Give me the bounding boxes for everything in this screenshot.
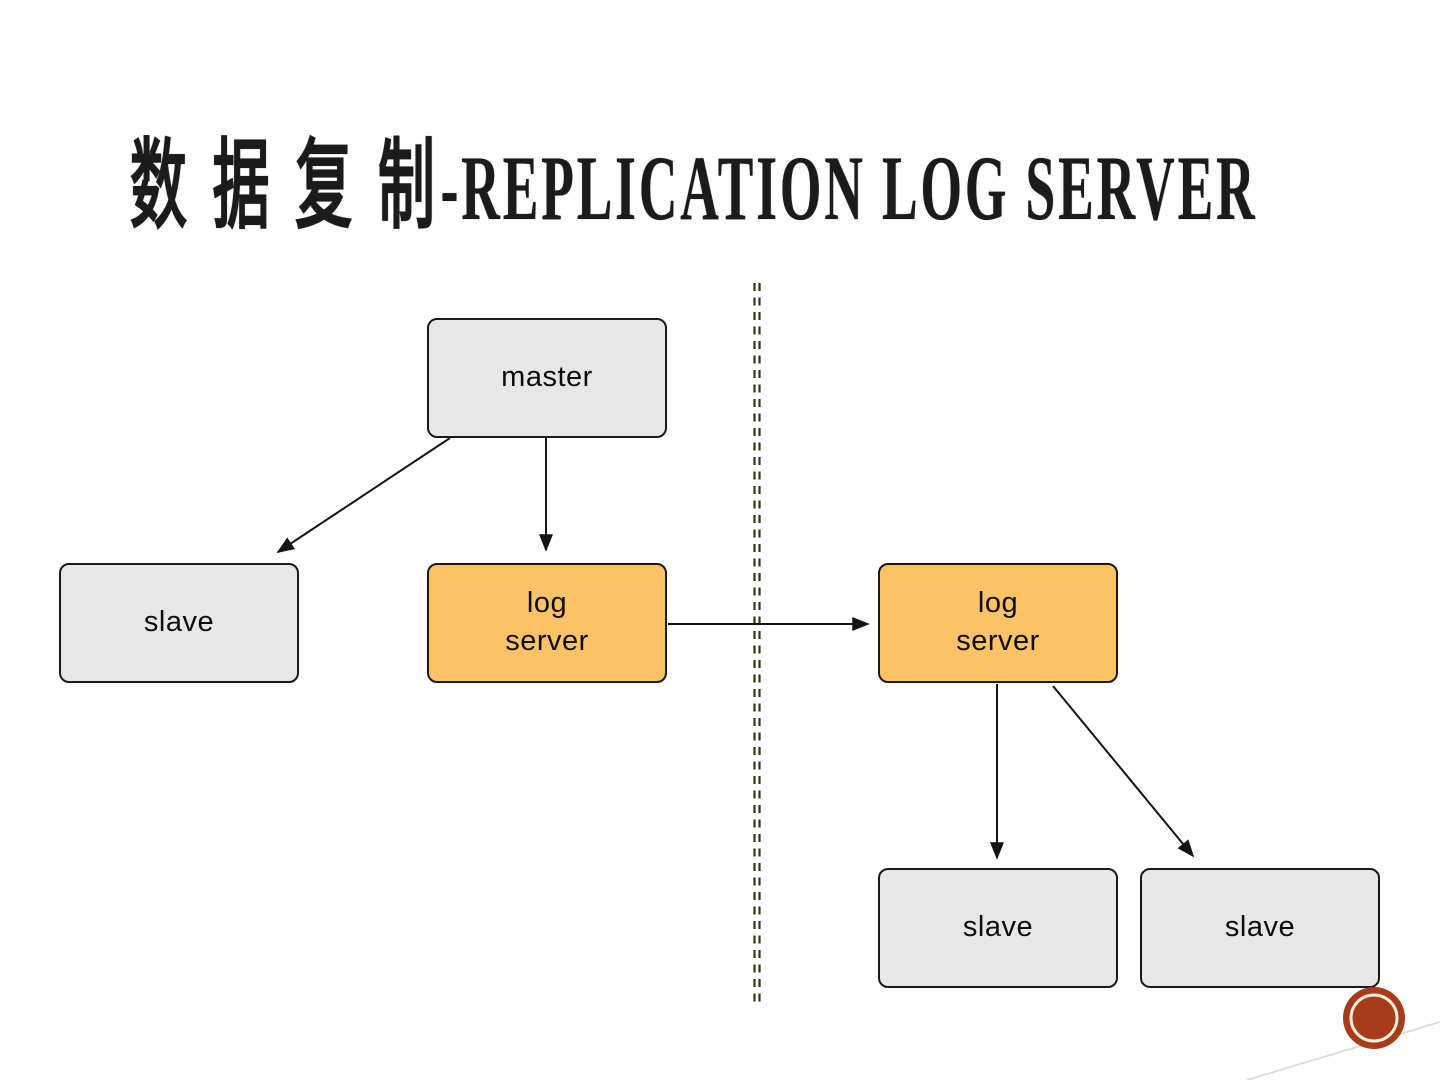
title-chinese: 数 据 复 制 [130,133,441,241]
stamp-badge [1343,987,1405,1049]
decorative-swoosh-line [1246,1021,1440,1080]
node-slave-bottom-left-label: slave [962,911,1034,944]
node-master-label: master [501,361,593,394]
arrow-log-server-right-to-slave-bottom-right [1052,685,1195,858]
node-log-server-right: log server [878,563,1118,683]
node-log-server-left: log server [427,563,667,683]
node-slave-left: slave [59,563,299,683]
dashed-divider [753,283,761,1005]
node-slave-left-label: slave [143,606,215,639]
node-log-server-right-label: log server [956,587,1040,657]
title-english: -REPLICATION LOG SERVER [440,137,1258,239]
arrow-master-to-slave-left [276,437,451,553]
node-slave-bottom-right: slave [1140,868,1380,988]
page-title: 数 据 复 制-REPLICATION LOG SERVER [130,138,1258,236]
node-slave-bottom-right-label: slave [1224,911,1296,944]
node-log-server-left-label: log server [505,587,589,657]
node-master: master [427,318,667,438]
node-slave-bottom-left: slave [878,868,1118,988]
